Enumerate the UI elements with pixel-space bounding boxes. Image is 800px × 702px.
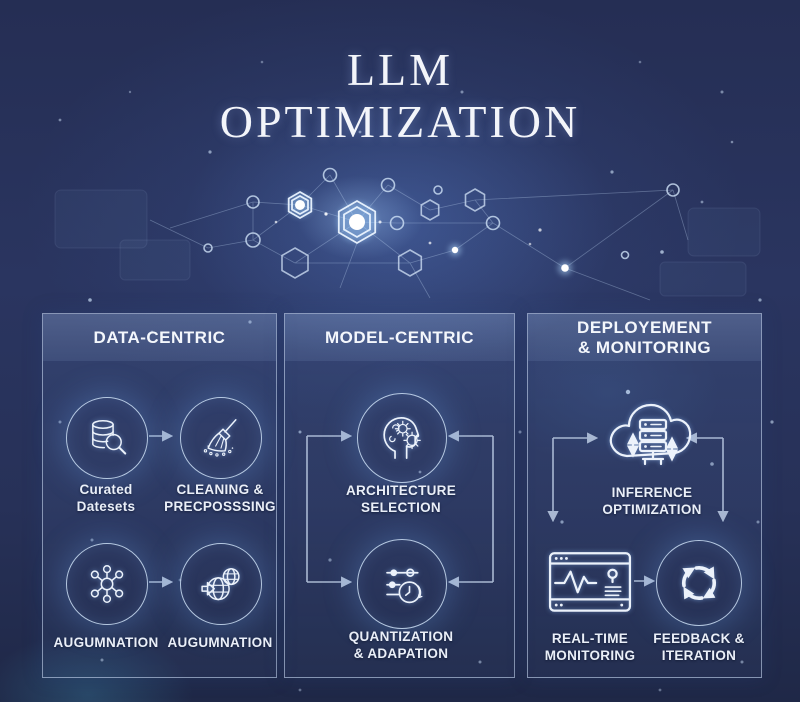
item-label: QUANTIZATION & ADAPATION <box>348 629 454 662</box>
icon-circle <box>357 539 447 629</box>
monitoring-window-icon <box>548 552 632 612</box>
globe-transfer-icon <box>201 568 240 601</box>
item-label: AUGUMNATION <box>167 635 273 650</box>
panel-title: MODEL-CENTRIC <box>285 314 514 361</box>
cloud-server-icon <box>609 403 692 466</box>
panel-model-centric: MODEL-CENTRIC ARCHITECTURE SELECTION <box>284 313 515 678</box>
icon-circle <box>656 540 742 626</box>
page-title: LLM OPTIMIZATION <box>0 44 800 148</box>
brain-gears-icon <box>383 416 421 460</box>
icon-circle <box>66 397 148 479</box>
title-line-2: OPTIMIZATION <box>219 95 581 147</box>
title-line-1: LLM <box>346 44 454 95</box>
icon-circle <box>180 543 262 625</box>
feedback-cycle-icon <box>681 565 717 601</box>
panel-title: DEPLOYEMENT & MONITORING <box>528 314 761 361</box>
item-label: Curated Datesets <box>76 482 136 515</box>
database-search-icon <box>92 420 127 455</box>
item-label: ARCHITECTURE SELECTION <box>345 483 457 516</box>
network-graphic <box>149 167 689 301</box>
item-label: REAL-TIME MONITORING <box>544 631 636 664</box>
item-label: CLEANING & PRECPOSSSING <box>164 482 276 515</box>
broom-cleaning-icon <box>203 419 237 457</box>
sliders-clock-icon <box>386 568 423 604</box>
hub-network-icon <box>90 565 124 603</box>
item-label: INFERENCE OPTIMIZATION <box>602 485 702 518</box>
icon-circle <box>357 393 447 483</box>
item-label: AUGUMNATION <box>53 635 159 650</box>
item-label: FEEDBACK & ITERATION <box>653 631 745 664</box>
panel-title: DATA-CENTRIC <box>43 314 276 361</box>
panel-deployment-monitoring: DEPLOYEMENT & MONITORING INFERENCE OPTIM… <box>527 313 762 678</box>
icon-circle <box>66 543 148 625</box>
panel-data-centric: DATA-CENTRIC Curated Dateset <box>42 313 277 678</box>
icon-circle <box>180 397 262 479</box>
